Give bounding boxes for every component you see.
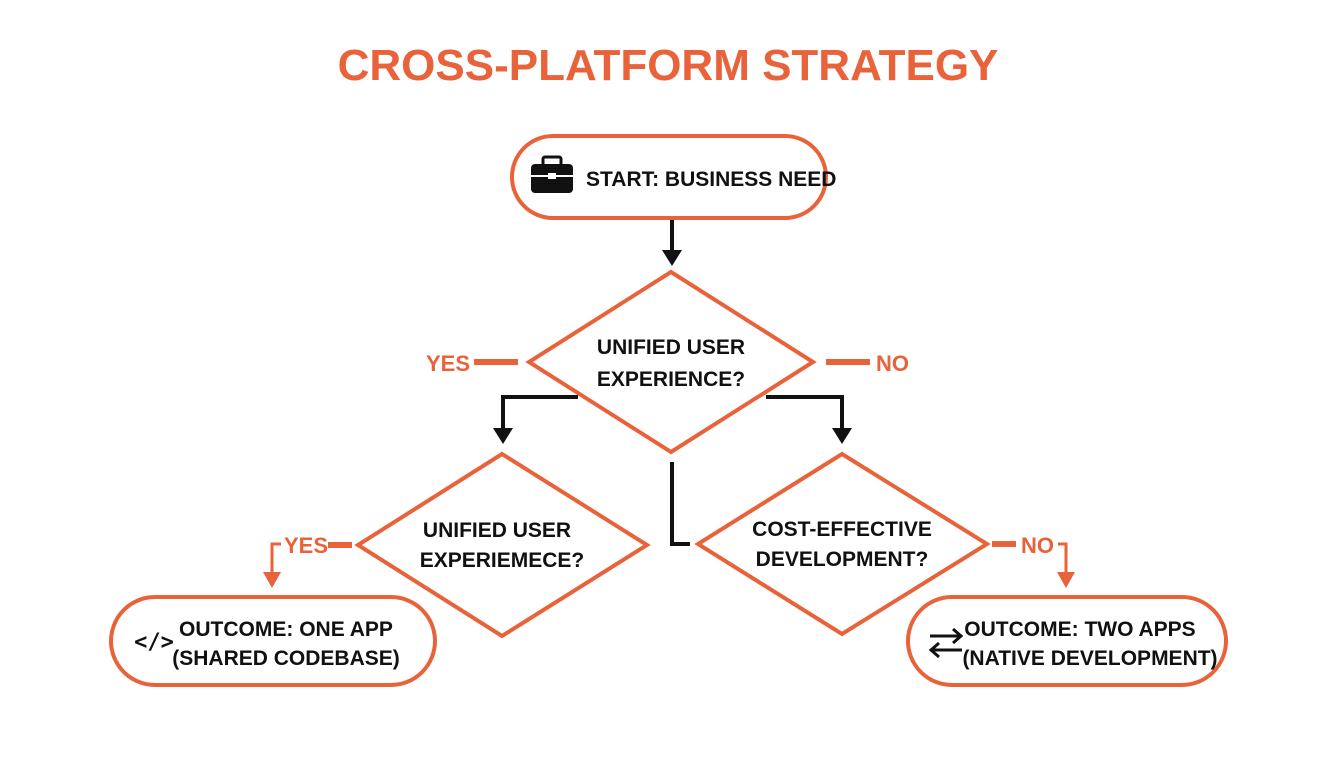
arrowhead-start bbox=[662, 250, 682, 266]
outcome-right-line2: (NATIVE DEVELOPMENT) bbox=[962, 647, 1217, 670]
start-node-shape bbox=[510, 134, 828, 220]
decision-top-line2: EXPERIENCE? bbox=[597, 368, 745, 391]
connector-top-to-left-decision bbox=[501, 395, 578, 430]
decision-top-line1: UNIFIED USER bbox=[597, 336, 745, 359]
outcome-right-line1: OUTCOME: TWO APPS bbox=[964, 618, 1195, 641]
outcome-left-line1: OUTCOME: ONE APP bbox=[179, 618, 393, 641]
outcome-left-shape bbox=[109, 595, 437, 687]
decision-right-line2: DEVELOPMENT? bbox=[756, 548, 929, 571]
arrowhead-outcome-left bbox=[263, 572, 281, 588]
decision-cost-effective[interactable]: COST-EFFECTIVE DEVELOPMENT? bbox=[694, 451, 991, 637]
arrow-to-outcome-right bbox=[1058, 542, 1068, 574]
label-connectors bbox=[328, 359, 1016, 548]
outcome-one-app[interactable]: </> OUTCOME: ONE APP (SHARED CODEBASE) bbox=[109, 595, 437, 687]
decision-right-shape bbox=[694, 451, 991, 637]
start-node-label: START: BUSINESS NEED bbox=[586, 168, 836, 191]
arrow-to-outcome-left bbox=[270, 542, 281, 574]
page-title: CROSS-PLATFORM STRATEGY bbox=[338, 41, 999, 90]
outcome-two-apps[interactable]: OUTCOME: TWO APPS (NATIVE DEVELOPMENT) bbox=[906, 595, 1228, 687]
code-icon: </> bbox=[134, 630, 174, 655]
decision-left-line1: UNIFIED USER bbox=[423, 519, 571, 542]
connector-bottom-stub bbox=[670, 462, 690, 546]
connectors bbox=[501, 220, 844, 546]
edge-label-top-no: NO bbox=[876, 351, 909, 376]
outcome-arrowheads bbox=[263, 572, 1075, 588]
decision-right-line1: COST-EFFECTIVE bbox=[752, 518, 932, 541]
decision-left[interactable]: UNIFIED USER EXPERIEMECE? bbox=[354, 451, 651, 639]
outcome-arrows bbox=[270, 542, 1068, 574]
arrowhead-left-decision bbox=[493, 428, 513, 444]
swap-arrows-icon bbox=[928, 627, 964, 659]
outcome-right-shape bbox=[906, 595, 1228, 687]
briefcase-icon bbox=[531, 155, 573, 193]
arrowhead-outcome-right bbox=[1057, 572, 1075, 588]
connector-top-to-right-decision bbox=[766, 395, 844, 430]
outcome-left-line2: (SHARED CODEBASE) bbox=[172, 647, 400, 670]
decision-unified-ux[interactable]: UNIFIED USER EXPERIENCE? bbox=[525, 269, 817, 455]
start-node[interactable]: START: BUSINESS NEED bbox=[510, 134, 836, 220]
edge-label-left-yes: YES bbox=[284, 533, 328, 558]
decision-top-shape bbox=[525, 269, 817, 455]
arrowhead-right-decision bbox=[832, 428, 852, 444]
connector-arrowheads bbox=[493, 250, 852, 444]
decision-left-shape bbox=[354, 451, 651, 639]
edge-label-right-no: NO bbox=[1021, 533, 1054, 558]
edge-label-top-yes: YES bbox=[426, 351, 470, 376]
decision-left-line2: EXPERIEMECE? bbox=[420, 549, 585, 572]
